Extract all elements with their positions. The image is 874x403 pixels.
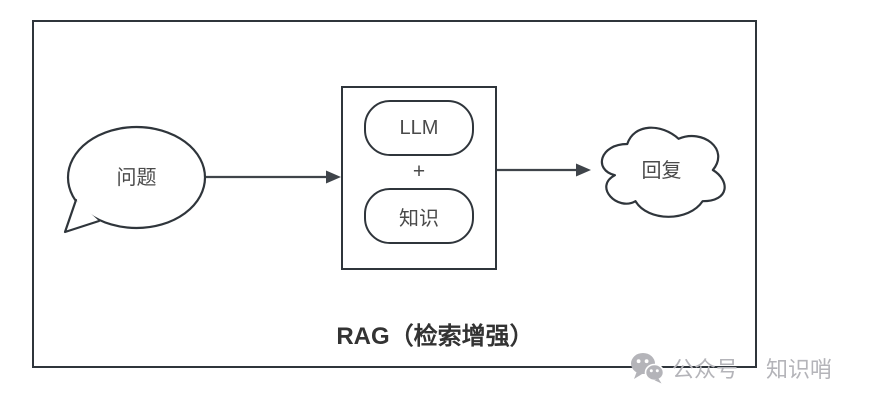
watermark-account-label: 公众号 xyxy=(672,357,739,382)
knowledge-label: 知识 xyxy=(399,207,439,230)
llm-label: LLM xyxy=(399,116,439,139)
question-label: 问题 xyxy=(116,167,157,189)
knowledge-pill: 知识 xyxy=(364,188,474,244)
wechat-icon xyxy=(631,353,664,384)
reply-label: 回复 xyxy=(641,160,682,182)
llm-pill: LLM xyxy=(364,100,474,156)
diagram-outer-frame xyxy=(32,20,757,368)
watermark: 公众号 知识哨 xyxy=(630,350,832,386)
diagram-caption: RAG（检索增强） xyxy=(336,323,534,350)
rag-box: LLM + 知识 xyxy=(341,86,497,270)
plus-sign: + xyxy=(412,160,426,183)
watermark-account-name: 知识哨 xyxy=(766,357,833,382)
